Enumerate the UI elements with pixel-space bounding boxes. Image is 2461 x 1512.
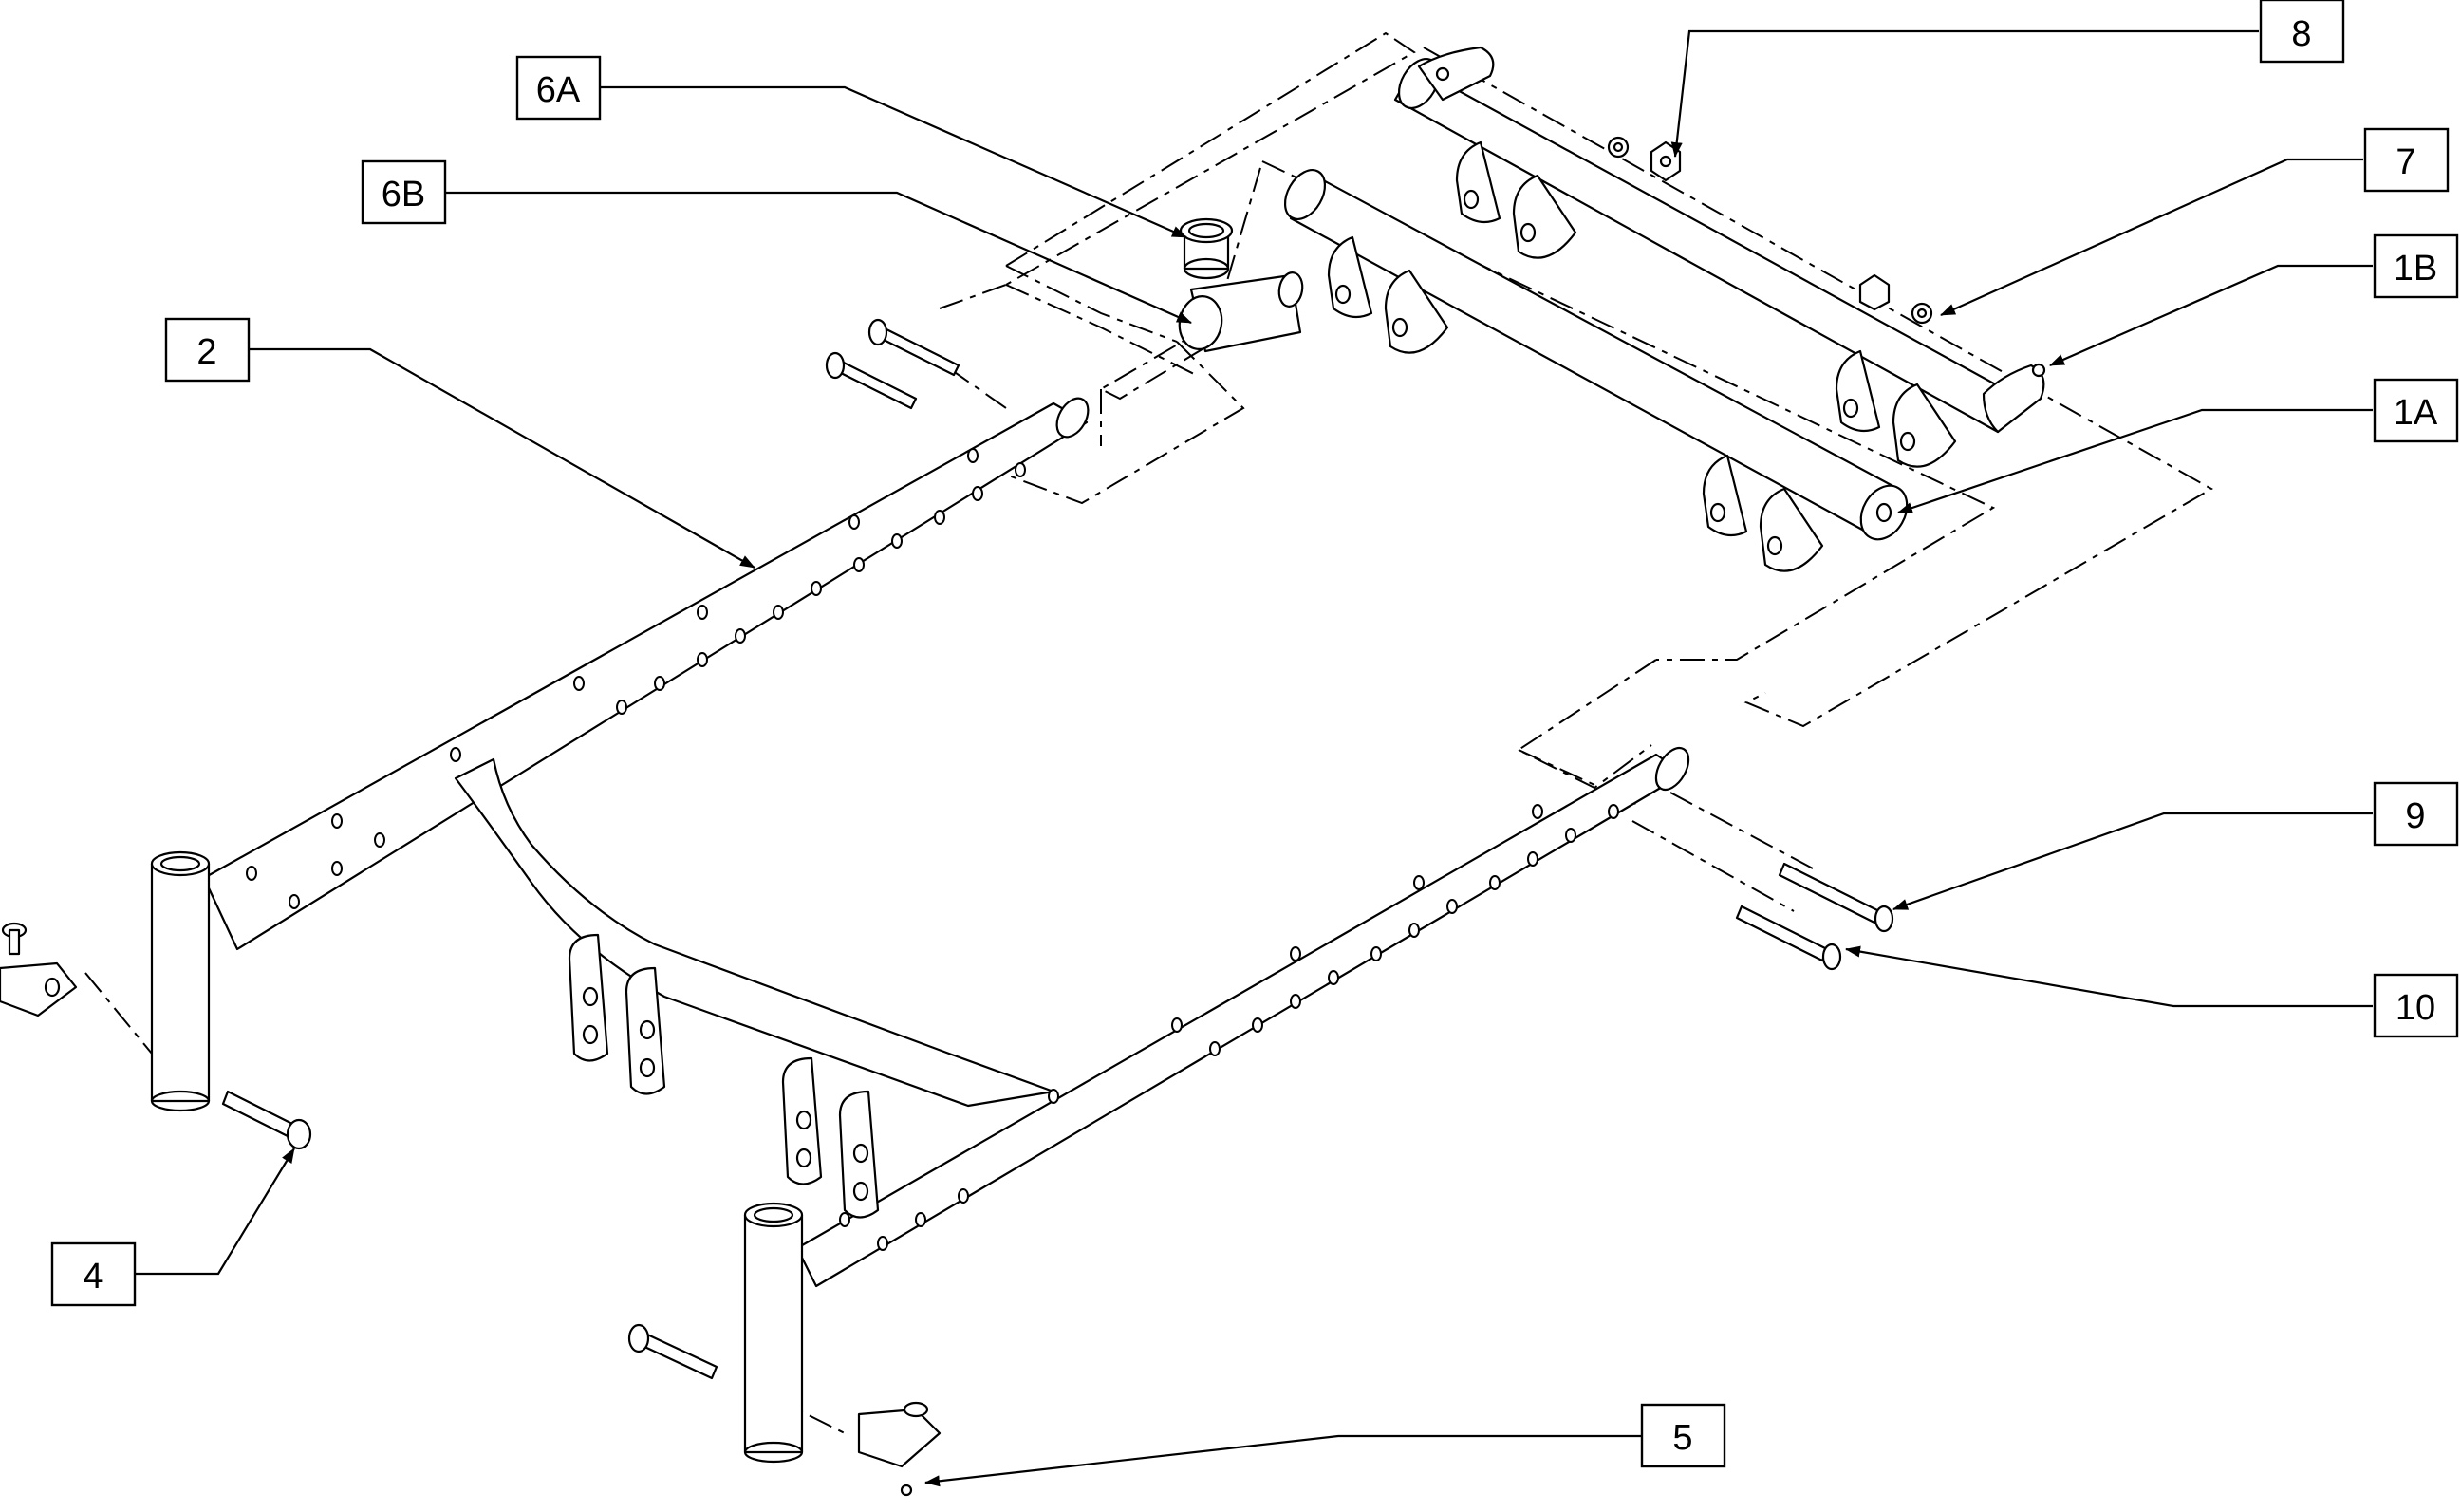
callout-4: 4 bbox=[50, 1241, 137, 1307]
callout-label-2: 2 bbox=[196, 332, 216, 372]
callout-6b: 6B bbox=[361, 159, 447, 225]
callout-label-6b: 6B bbox=[382, 175, 425, 215]
callout-9: 9 bbox=[2373, 781, 2459, 847]
leader-lines bbox=[133, 29, 2373, 1487]
callout-8: 8 bbox=[2259, 0, 2345, 64]
callout-label-10: 10 bbox=[2396, 988, 2435, 1028]
callout-label-8: 8 bbox=[2291, 14, 2311, 54]
callout-label-9: 9 bbox=[2405, 796, 2425, 836]
front-tube-part-1a bbox=[1283, 169, 1909, 572]
callout-5: 5 bbox=[1640, 1403, 1726, 1468]
callout-label-6a: 6A bbox=[536, 70, 581, 110]
callout-6a: 6A bbox=[515, 55, 602, 121]
callout-10: 10 bbox=[2373, 973, 2459, 1038]
assembly-guide-lines bbox=[84, 31, 2214, 1434]
callout-label-4: 4 bbox=[83, 1257, 103, 1297]
callout-label-1b: 1B bbox=[2394, 249, 2437, 289]
callout-1a: 1A bbox=[2373, 378, 2459, 443]
callout-label-1a: 1A bbox=[2394, 393, 2438, 433]
hardware bbox=[0, 136, 1933, 1497]
callout-1b: 1B bbox=[2373, 233, 2459, 299]
callout-2: 2 bbox=[164, 317, 251, 383]
callout-7: 7 bbox=[2363, 127, 2450, 193]
callout-label-5: 5 bbox=[1672, 1418, 1692, 1458]
callout-label-7: 7 bbox=[2396, 142, 2415, 182]
main-frame-part-2 bbox=[150, 397, 1690, 1464]
rear-tube-part-1b bbox=[1393, 46, 2046, 468]
